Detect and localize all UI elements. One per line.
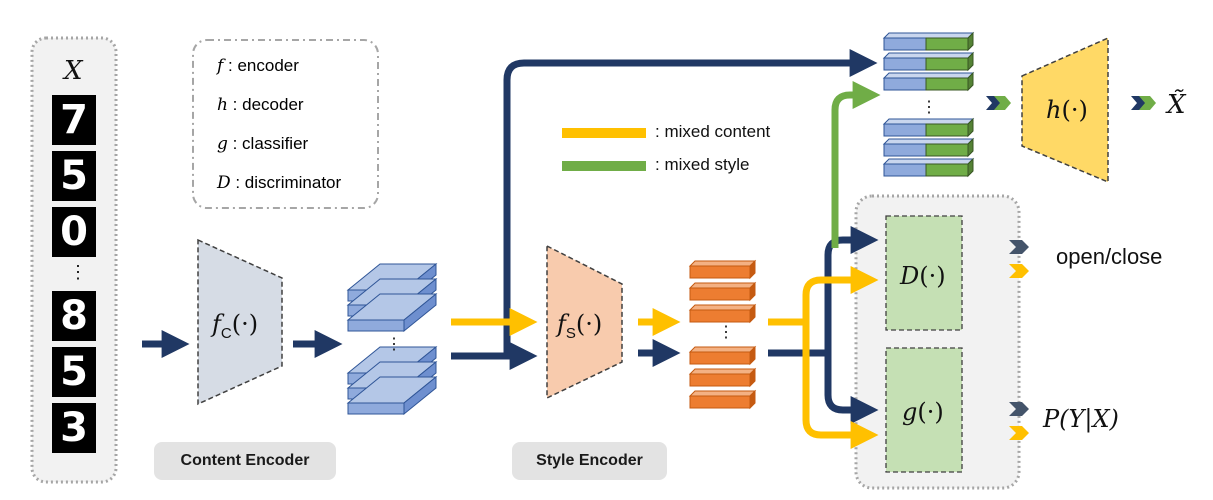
features-to-classifier-arrow [824, 353, 879, 424]
style-encoder-symbol: fS(·) [557, 310, 603, 342]
reconstruction-output: X̃ [1167, 90, 1186, 120]
notation-symbol: h [217, 95, 228, 115]
input-symbol: X [64, 56, 83, 86]
yellow-arrows [451, 266, 879, 449]
style-feature-bar [688, 303, 757, 324]
classifier-symbol: g(·) [902, 398, 944, 426]
legend-style-label: : mixed style [655, 155, 750, 174]
chevrons [986, 96, 1156, 440]
style-encoder-shape [546, 244, 623, 400]
mixed-feature-bar [882, 51, 975, 72]
classifier-box [885, 347, 963, 473]
discriminator-box [885, 215, 963, 331]
style-feature-bar [688, 389, 757, 410]
decoder-symbol: h(·) [1046, 96, 1088, 124]
decoder-input-chevron [986, 96, 1011, 110]
notation-text: : discriminator [230, 173, 342, 192]
input-digit-3: 8 [52, 291, 96, 341]
style-feature-bar [688, 367, 757, 388]
mixed-feature-bar [882, 157, 975, 178]
notation-symbol: D [217, 173, 231, 193]
discriminator-symbol: D(·) [900, 262, 946, 290]
classifier-output-chevron [1009, 402, 1029, 440]
style-encoder-label: Style Encoder [512, 442, 667, 480]
notation-legend-item: h : decoder [217, 95, 304, 115]
style-feature-stack [688, 259, 757, 410]
style-stack-ellipsis: ⋮ [718, 324, 734, 341]
input-digit-2: 0 [52, 207, 96, 257]
content-feature-stack [346, 262, 438, 416]
mixed-style-to-decoder-arrow [831, 81, 881, 248]
input-digit-4: 5 [52, 347, 96, 397]
content-feature-slab [346, 375, 438, 416]
yellow-to-classifier-arrow [802, 322, 879, 449]
discriminator-output-chevron [1009, 240, 1029, 278]
content-encoder-shape [197, 238, 283, 406]
mixed-stack-ellipsis: ⋮ [921, 99, 937, 116]
notation-symbol: g [217, 134, 228, 154]
mixed-feature-bar [882, 137, 975, 158]
content-encoder-symbol: fC(·) [212, 310, 259, 342]
notation-symbol: f [217, 56, 224, 76]
discriminator-output: open/close [1056, 244, 1163, 269]
input-digit-1: 5 [52, 151, 96, 201]
mixed-feature-bar [882, 71, 975, 92]
style-feature-bar [688, 281, 757, 302]
content-encoder-label: Content Encoder [154, 442, 336, 480]
input-digit-5: 3 [52, 403, 96, 453]
skip-to-decoder-arrow [503, 49, 878, 356]
mixed-feature-stack [882, 31, 975, 178]
yellow-to-discriminator-arrow [802, 266, 879, 322]
notation-text: : encoder [223, 56, 299, 75]
input-digit-0: 7 [52, 95, 96, 145]
mixed-feature-bar [882, 117, 975, 138]
notation-text: : classifier [227, 134, 309, 153]
style-feature-bar [688, 259, 757, 280]
decoder-shape [1021, 36, 1109, 184]
style-feature-bar [688, 345, 757, 366]
classifier-output: P(Y|X) [1043, 405, 1119, 433]
notation-legend-box [192, 39, 379, 209]
content-stack-ellipsis: ⋮ [386, 336, 402, 353]
input-ellipsis: ⋮ [69, 262, 87, 282]
notation-legend-item: g : classifier [217, 134, 308, 154]
mixed-feature-bar [882, 31, 975, 52]
notation-text: : decoder [227, 95, 304, 114]
content-feature-slab [346, 292, 438, 333]
legend-content-label: : mixed content [655, 122, 771, 141]
decoder-output-chevron [1131, 96, 1156, 110]
notation-legend-item: D : discriminator [217, 173, 341, 193]
notation-legend-item: f : encoder [217, 56, 299, 76]
